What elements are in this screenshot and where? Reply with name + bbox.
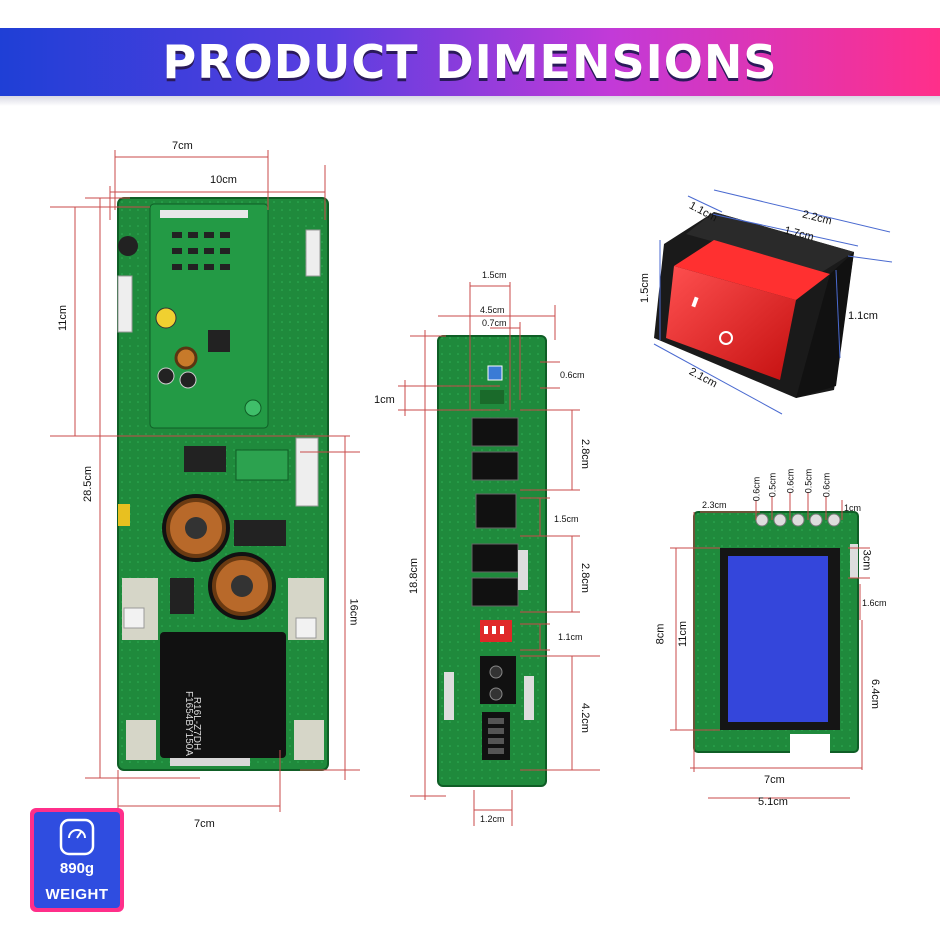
weight-label: WEIGHT xyxy=(45,886,109,903)
display-button-gap-4: 0.5cm xyxy=(803,468,814,494)
comm-w-bottom-label: 1.2cm xyxy=(480,814,505,824)
main-width-top-label: 7cm xyxy=(172,140,193,152)
display-button-gap-3: 0.6cm xyxy=(785,468,796,494)
title-banner xyxy=(0,28,940,96)
display-button-gap-5: 0.6cm xyxy=(821,472,832,498)
display-1-label: 1cm xyxy=(844,503,862,513)
rocker-switch xyxy=(654,212,854,398)
display-dimension-lines xyxy=(670,492,870,799)
comm-h-1-label: 1cm xyxy=(374,394,395,406)
banner-shadow xyxy=(0,96,940,106)
communication-board xyxy=(437,335,547,787)
comm-h-2-8-top-label: 2.8cm xyxy=(578,439,591,469)
comm-h-1-1-label: 1.1cm xyxy=(558,632,583,642)
chip-marking-2: F1654BY150A xyxy=(183,690,195,757)
main-height-lower-label: 16cm xyxy=(347,598,360,626)
comm-w-4-5-label: 4.5cm xyxy=(480,305,505,315)
comm-h-1-5-label: 1.5cm xyxy=(554,514,579,524)
comm-w-1-5-label: 1.5cm xyxy=(482,270,507,280)
display-7-label: 7cm xyxy=(764,774,785,786)
display-button-gap-2: 0.5cm xyxy=(767,472,778,498)
display-1-6-label: 1.6cm xyxy=(862,598,887,608)
display-3-label: 3cm xyxy=(860,549,873,571)
display-8-label: 8cm xyxy=(654,623,667,645)
comm-board-dimension-lines xyxy=(398,282,600,826)
comm-w-0-7-label: 0.7cm xyxy=(482,318,507,328)
scale-icon xyxy=(59,818,95,856)
display-2-3-label: 2.3cm xyxy=(702,500,727,510)
comm-h-4-2-label: 4.2cm xyxy=(578,703,591,733)
weight-badge: 890g WEIGHT xyxy=(30,808,124,912)
main-width-full-label: 10cm xyxy=(210,174,237,186)
display-5-1-label: 5.1cm xyxy=(758,796,788,808)
display-11-label: 11cm xyxy=(677,620,690,648)
main-height-total-label: 28.5cm xyxy=(82,465,95,503)
comm-h-2-8-bottom-label: 2.8cm xyxy=(578,563,591,593)
display-module xyxy=(693,511,859,754)
display-6-4-label: 6.4cm xyxy=(868,679,881,709)
comm-h-total-label: 18.8cm xyxy=(408,557,421,595)
main-bms-board xyxy=(117,197,329,771)
page-title: PRODUCT DIMENSIONS xyxy=(162,35,778,89)
main-board-dimension-lines xyxy=(50,150,360,812)
switch-1-1-right-label: 1.1cm xyxy=(848,310,878,322)
display-button-gap-1: 0.6cm xyxy=(751,476,762,502)
comm-h-0-6-label: 0.6cm xyxy=(560,370,585,380)
weight-value: 890g xyxy=(59,860,95,877)
main-width-bottom-label: 7cm xyxy=(194,818,215,830)
main-height-top-label: 11cm xyxy=(57,304,70,332)
switch-dimension-lines xyxy=(653,189,893,415)
switch-1-5-label: 1.5cm xyxy=(638,273,651,303)
